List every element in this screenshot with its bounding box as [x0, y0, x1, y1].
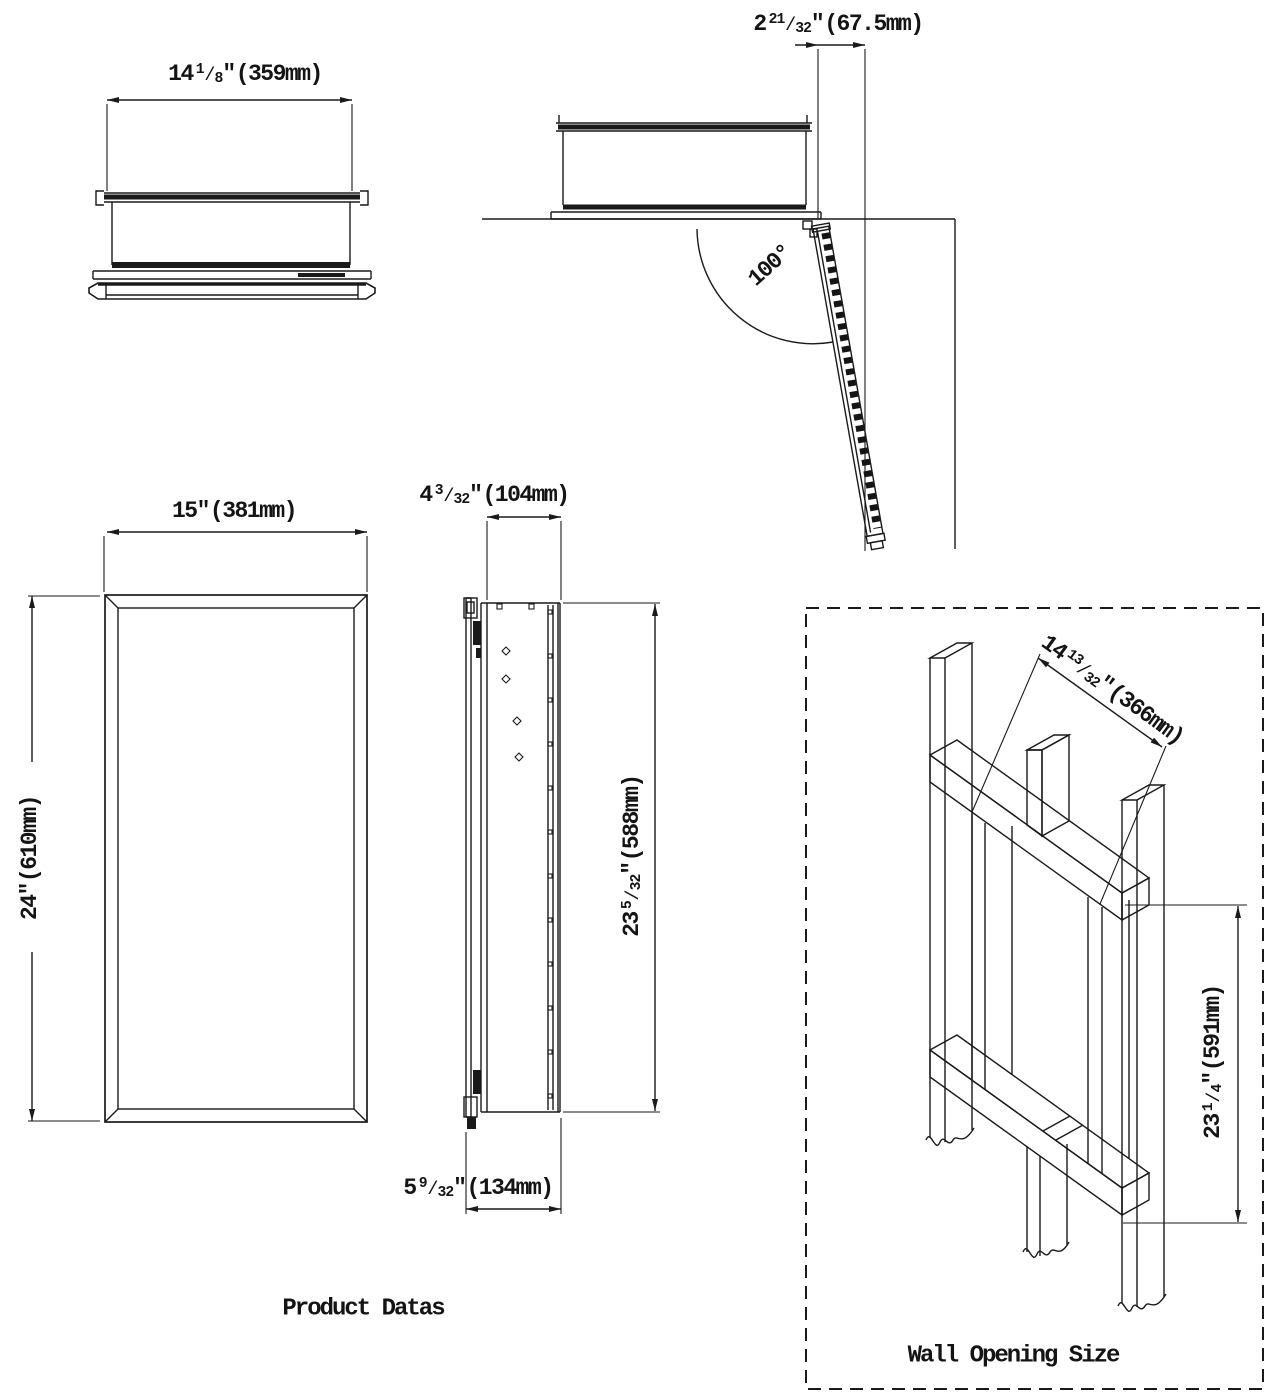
- dim-metric: (134mm): [466, 1175, 554, 1201]
- dim-opening-height: 23 1⁄4″(591mm): [1200, 985, 1226, 1139]
- dim-metric: (381mm): [209, 498, 298, 524]
- dim-inch-mark: ″: [469, 482, 483, 508]
- dim-frac-den: 8: [214, 70, 224, 87]
- dim-frac-slash: ⁄: [622, 890, 645, 902]
- view-front: [28, 529, 368, 1123]
- view-wall-framing: [805, 607, 1264, 1390]
- dim-frac-slash: ⁄: [1203, 1092, 1226, 1104]
- dim-front-height: 24″(610mm): [17, 796, 43, 920]
- dim-frac-num: 5: [620, 901, 637, 910]
- dim-whole: 5: [403, 1175, 417, 1201]
- dim-inch-mark: ″: [222, 61, 236, 87]
- dim-frac-slash: ⁄: [203, 64, 216, 87]
- dim-front-width: 15″(381mm): [171, 498, 298, 524]
- dim-frac-den: 32: [453, 491, 470, 508]
- dim-whole: 15: [171, 498, 198, 524]
- dim-body-height: 23 5⁄32″(588mm): [619, 775, 645, 936]
- dim-inch-mark: ″: [17, 883, 43, 896]
- dim-inch-mark: ″: [1200, 1072, 1226, 1085]
- dim-frac-num: 1: [1201, 1103, 1218, 1112]
- dim-whole: 4: [419, 482, 433, 508]
- dim-metric: (67.5mm): [824, 11, 924, 37]
- dashed-border: [805, 607, 1264, 1390]
- dim-frac-den: 32: [437, 1184, 454, 1201]
- dim-metric: (104mm): [482, 482, 570, 508]
- view-top-closed: [88, 97, 376, 300]
- dim-inch-mark: ″: [453, 1175, 467, 1201]
- wall-line: [482, 218, 956, 549]
- dim-frac-num: 3: [434, 483, 444, 500]
- view-side: [463, 514, 660, 1214]
- dim-frac-num: 21: [768, 12, 786, 29]
- dim-frac-slash: ⁄: [442, 485, 455, 508]
- product-datas-label: Product Datas: [282, 1295, 445, 1323]
- dim-inch-mark: ″: [196, 498, 211, 524]
- dim-inch-mark: ″: [810, 11, 825, 37]
- dim-whole: 23: [619, 912, 645, 937]
- dim-frac-num: 9: [418, 1176, 428, 1193]
- open-door: [810, 222, 886, 551]
- wall-opening-size-label: Wall Opening Size: [907, 1342, 1121, 1370]
- dim-frac-den: 4: [1209, 1084, 1226, 1093]
- dim-metric: (610mm): [17, 795, 43, 883]
- dim-inch-mark: ″: [619, 862, 645, 875]
- dim-metric: (359mm): [235, 61, 324, 87]
- dim-whole: 24: [17, 895, 43, 921]
- dim-frac-num: 1: [195, 62, 205, 79]
- dim-frac-den: 32: [795, 20, 812, 37]
- dim-metric: (588mm): [619, 775, 645, 862]
- dim-frac-slash: ⁄: [784, 14, 796, 37]
- dim-whole: 14: [168, 61, 194, 87]
- arc-100: [696, 228, 834, 345]
- dim-metric: (591mm): [1200, 985, 1226, 1072]
- dim-whole: 23: [1200, 1114, 1226, 1139]
- dim-frac-den: 32: [628, 874, 645, 891]
- dim-frac-slash: ⁄: [426, 1178, 439, 1201]
- dim-whole: 2: [753, 11, 767, 37]
- view-top-open: [482, 42, 956, 551]
